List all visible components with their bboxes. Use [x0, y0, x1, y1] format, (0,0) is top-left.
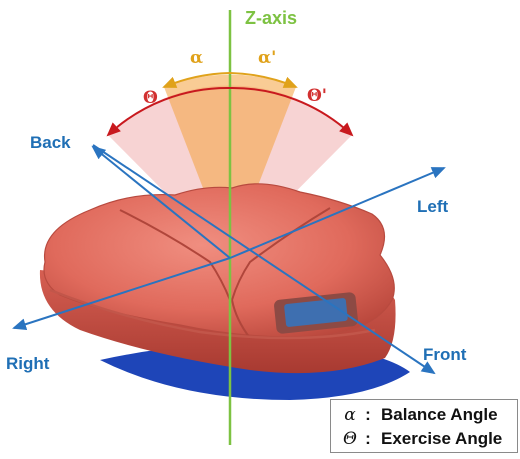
legend-symbol-alpha: α — [341, 405, 359, 425]
legend-separator: : — [359, 429, 377, 449]
legend-row-balance: α : Balance Angle — [341, 403, 517, 427]
legend: α : Balance Angle Θ : Exercise Angle — [330, 399, 518, 453]
alpha-label: α — [190, 48, 203, 68]
legend-separator: : — [359, 405, 377, 425]
back-axis-label: Back — [30, 133, 71, 153]
right-axis-label: Right — [6, 354, 49, 374]
legend-symbol-theta: Θ — [341, 429, 359, 449]
legend-row-exercise: Θ : Exercise Angle — [341, 427, 517, 451]
legend-text-exercise-angle: Exercise Angle — [381, 429, 502, 449]
alpha-prime-label: α' — [258, 48, 276, 68]
left-axis-label: Left — [417, 197, 448, 217]
theta-label: Θ — [143, 88, 158, 108]
legend-text-balance-angle: Balance Angle — [381, 405, 498, 425]
front-axis-label: Front — [423, 345, 466, 365]
theta-prime-label: Θ' — [307, 86, 327, 106]
z-axis-label: Z-axis — [245, 8, 297, 29]
